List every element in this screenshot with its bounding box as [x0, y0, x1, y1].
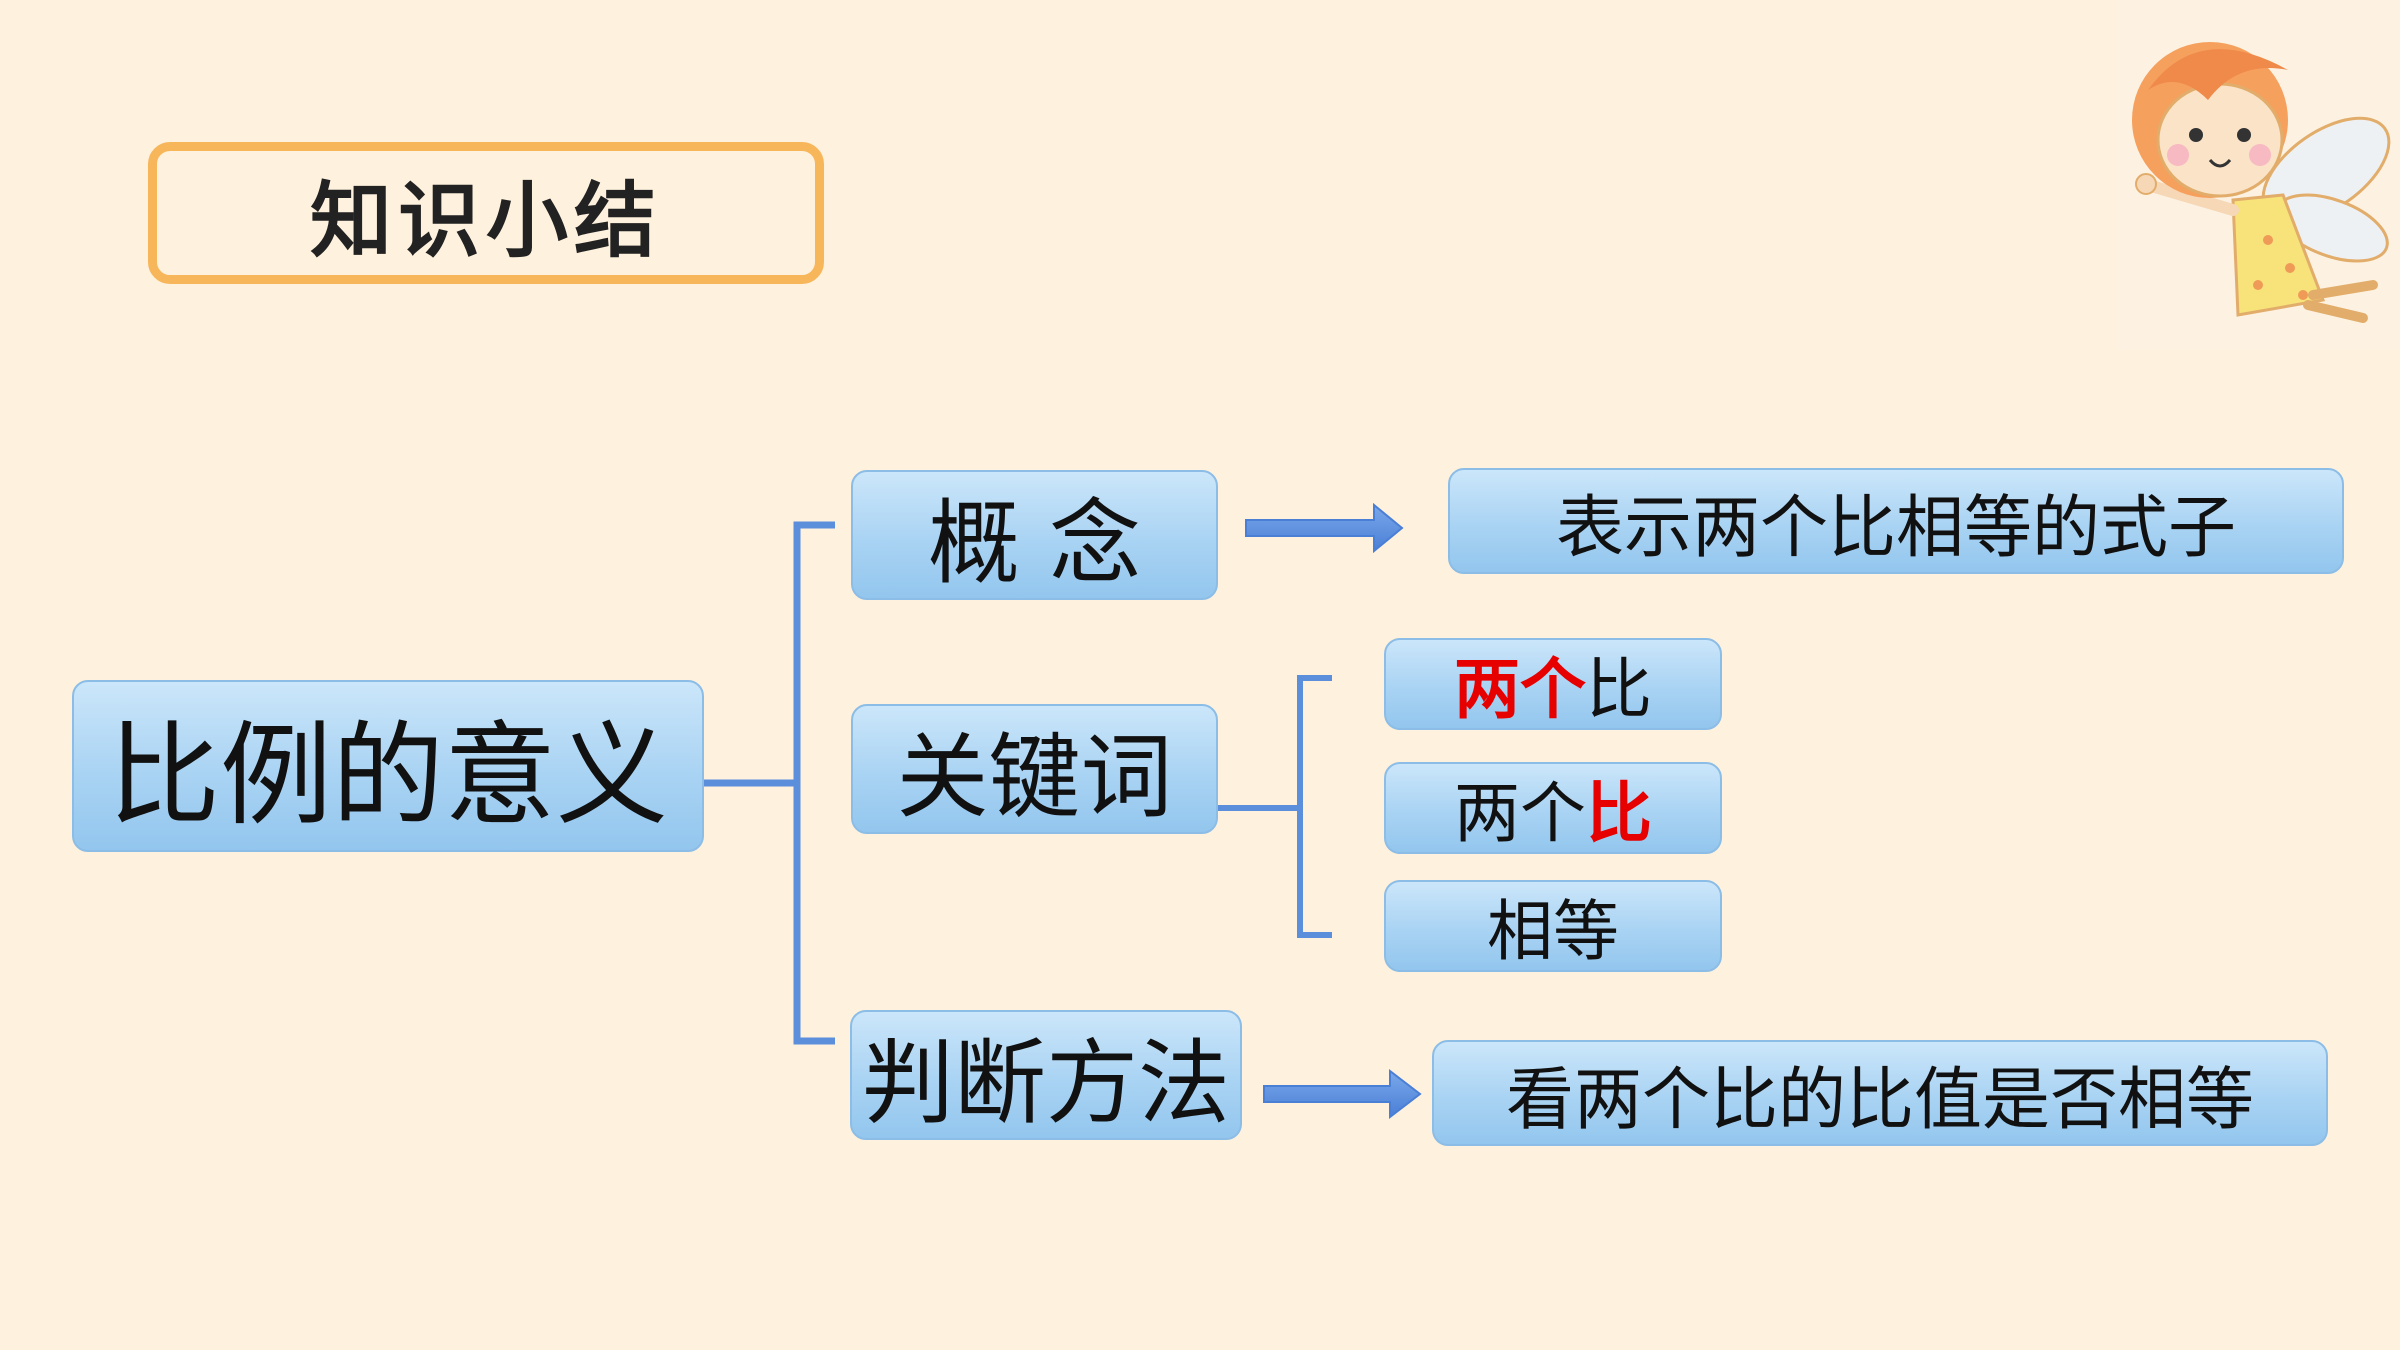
method-label: 判断方法 [861, 1029, 1230, 1137]
main-bracket [793, 521, 835, 1045]
method-detail-node: 看两个比的比值是否相等 [1432, 1040, 2328, 1146]
title-box: 知识小结 [148, 142, 824, 284]
root-label: 比例的意义 [108, 711, 668, 841]
concept-detail-node: 表示两个比相等的式子 [1448, 468, 2344, 574]
keyword-highlight: 比 [1586, 775, 1652, 852]
concept-label: 概 念 [927, 489, 1142, 597]
arrow-right-icon [1245, 502, 1404, 554]
keyword-item: 相等 [1384, 880, 1722, 972]
root-node: 比例的意义 [72, 680, 704, 852]
page-title: 知识小结 [309, 173, 662, 269]
keywords-node: 关键词 [851, 704, 1218, 834]
keyword-item: 两个比 [1384, 762, 1722, 854]
fairy-girl-illustration [2118, 0, 2400, 350]
method-node: 判断方法 [850, 1010, 1242, 1140]
keyword-text: 两个 [1454, 775, 1586, 852]
method-detail: 看两个比的比值是否相等 [1505, 1060, 2254, 1140]
concept-detail: 表示两个比相等的式子 [1555, 488, 2236, 568]
keyword-bracket [1297, 675, 1332, 938]
keywords-label: 关键词 [896, 723, 1173, 831]
arrow-right-icon [1263, 1068, 1422, 1120]
keyword-text: 比 [1586, 651, 1652, 728]
concept-node: 概 念 [851, 470, 1218, 600]
keyword-highlight: 两个 [1454, 651, 1586, 728]
keyword-item: 两个比 [1384, 638, 1722, 730]
keyword-text: 相等 [1487, 893, 1619, 970]
